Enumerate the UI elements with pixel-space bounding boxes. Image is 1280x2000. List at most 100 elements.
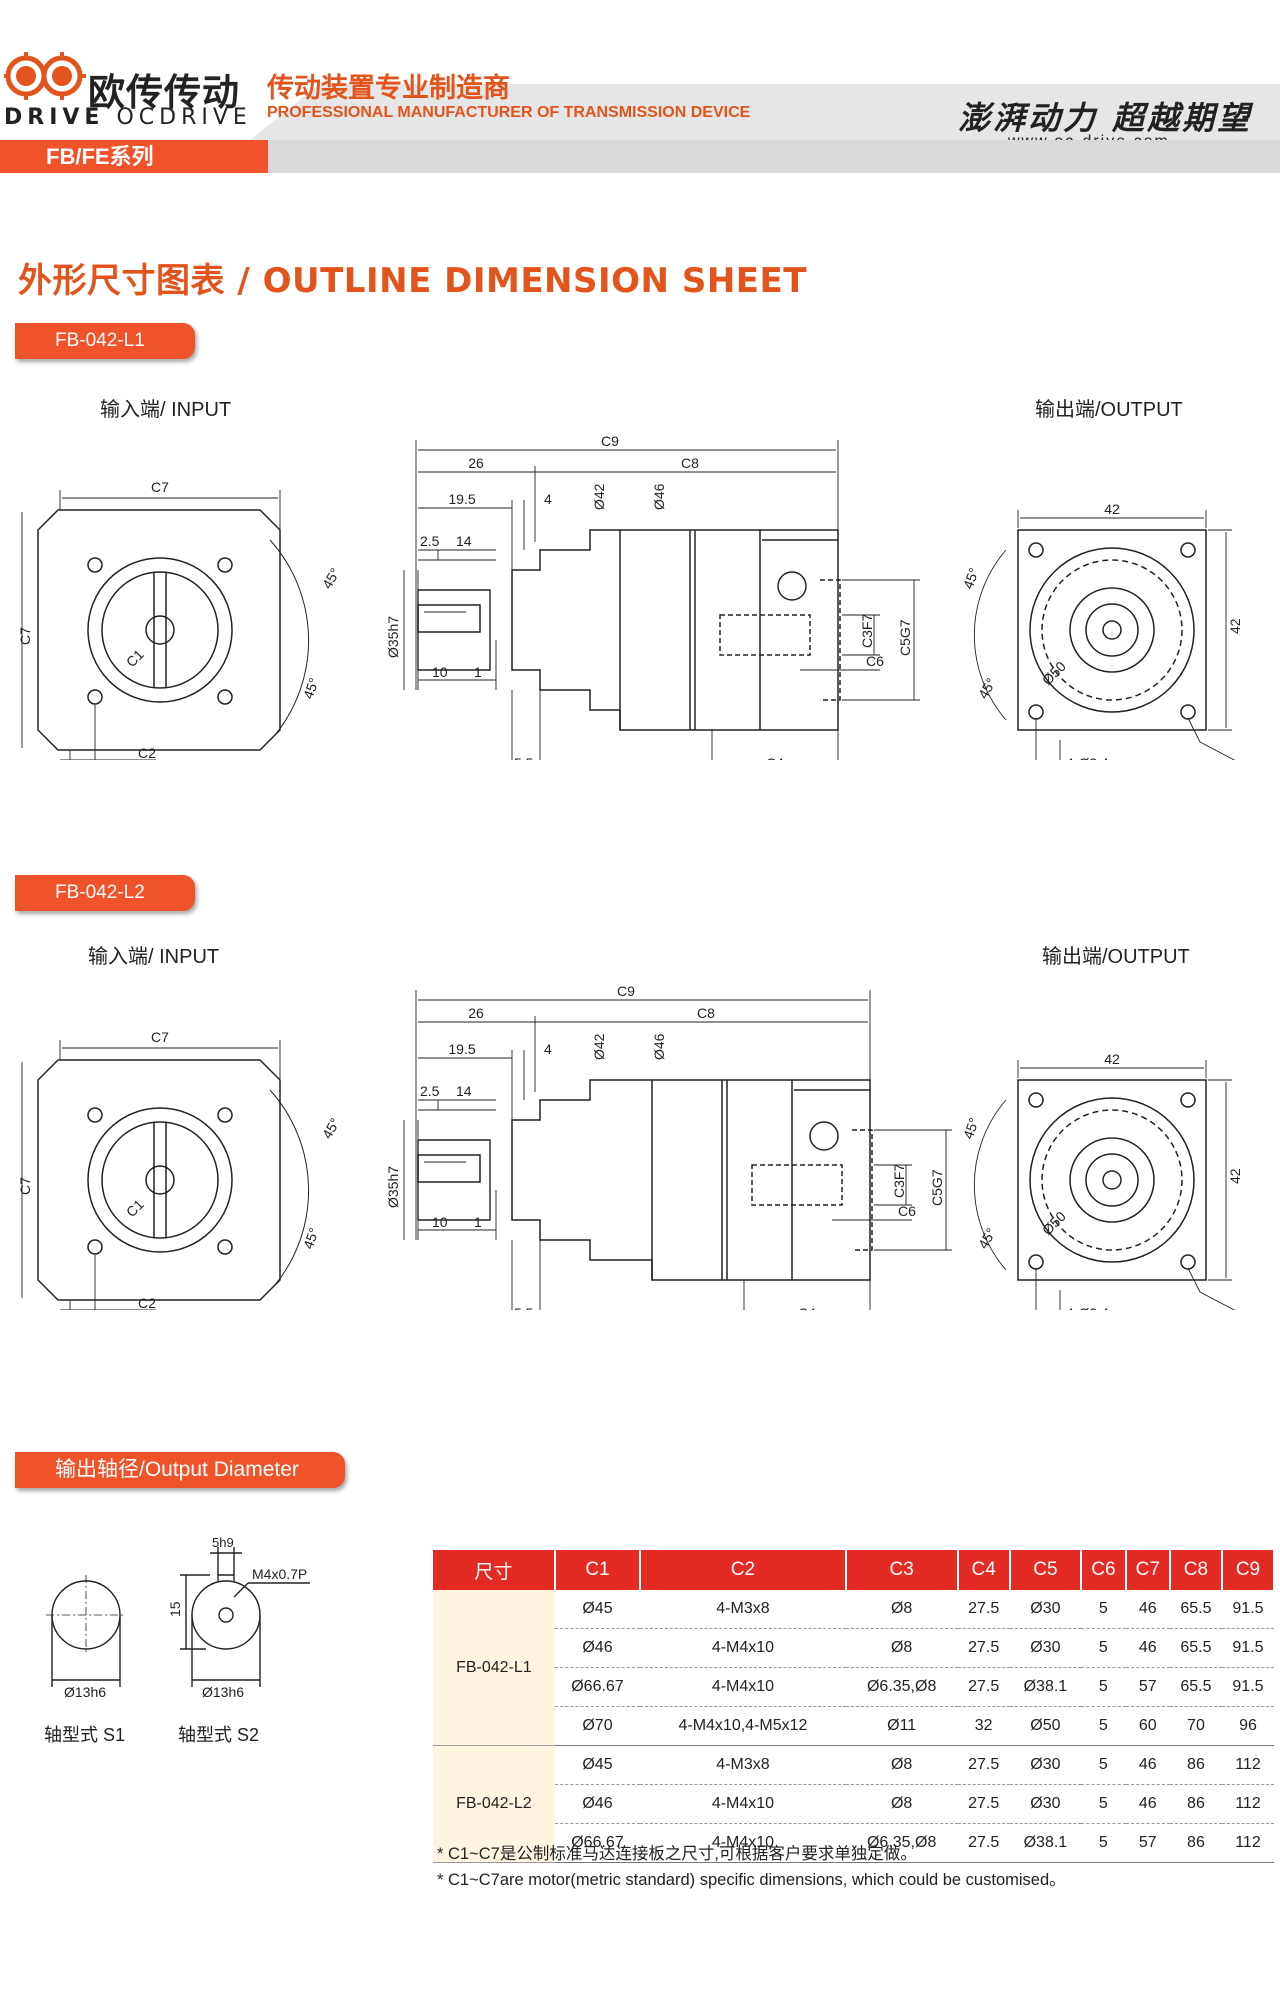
dim-45-lower: 45° <box>300 1226 322 1251</box>
dim-o42: Ø42 <box>591 483 607 510</box>
dim-1: 1 <box>474 1214 482 1230</box>
tagline-chinese: 传动装置专业制造商 <box>267 73 510 104</box>
table-cell: 57 <box>1125 1667 1170 1707</box>
series-band <box>268 140 1280 173</box>
dim-c7-side: C7 <box>17 627 33 645</box>
table-cell: 4-M4x10,4-M5x12 <box>640 1706 846 1746</box>
table-cell: Ø45 <box>554 1590 641 1629</box>
table-cell: Ø46 <box>554 1784 641 1824</box>
table-cell: 27.5 <box>957 1667 1010 1707</box>
table-cell: 46 <box>1125 1745 1170 1785</box>
table-header-c8: C8 <box>1169 1550 1223 1590</box>
dim-45-lower: 45° <box>300 676 322 701</box>
table-cell: 27.5 <box>957 1784 1010 1824</box>
s2-type-label: 轴型式 S2 <box>178 1725 259 1745</box>
dim-42-top: 42 <box>1104 1051 1120 1067</box>
dim-c6: C6 <box>866 653 884 669</box>
table-header-c7: C7 <box>1125 1550 1171 1590</box>
table-cell: Ø11 <box>845 1706 958 1746</box>
table-header-size: 尺寸 <box>433 1550 556 1590</box>
dim-26: 26 <box>468 1005 484 1021</box>
output-shaft-drawing: Ø13h6 Ø13h6 5h9 M4x0.7P 15 轴型式 S1 轴型式 S2 <box>44 1535 310 1745</box>
header-background <box>0 0 1280 140</box>
table-cell: 91.5 <box>1221 1628 1274 1668</box>
dim-4-o3-4: 4-Ø3.4 <box>1066 1305 1109 1310</box>
table-cell: Ø8 <box>845 1628 958 1668</box>
table-cell: 27.5 <box>957 1628 1010 1668</box>
table-cell: Ø8 <box>845 1745 958 1785</box>
table-cell: Ø30 <box>1009 1745 1082 1785</box>
table-cell: 27.5 <box>957 1745 1010 1785</box>
dim-26: 26 <box>468 455 484 471</box>
table-cell: 46 <box>1125 1628 1170 1668</box>
input-label-l2: 输入端/ INPUT <box>88 946 220 968</box>
dim-c5g7: C5G7 <box>897 619 913 656</box>
logo-chinese-name: 欧传传动 <box>88 71 240 114</box>
dim-2-5: 2.5 <box>420 1083 440 1099</box>
dim-10: 10 <box>432 1214 448 1230</box>
table-cell: 5 <box>1081 1590 1126 1629</box>
table-cell: Ø8 <box>845 1784 958 1824</box>
model-tab-l2: FB-042-L2 <box>15 875 195 911</box>
dim-42-top: 42 <box>1104 501 1120 517</box>
logo-drive-text: DRIVE <box>4 105 105 130</box>
dim-2-5: 2.5 <box>420 533 440 549</box>
tagline-english: PROFESSIONAL MANUFACTURER OF TRANSMISSIO… <box>267 104 751 121</box>
table-cell: 4-M3x8 <box>640 1745 846 1785</box>
dim-o35h7: Ø35h7 <box>385 616 401 658</box>
table-cell: 4-M4x10 <box>640 1667 846 1707</box>
dim-c9: C9 <box>617 983 635 999</box>
table-cell: 4-M3x8 <box>640 1590 846 1629</box>
dim-c7-top: C7 <box>151 1029 169 1045</box>
table-header-c2: C2 <box>640 1550 847 1590</box>
table-cell: Ø45 <box>554 1745 641 1785</box>
table-cell: 112 <box>1221 1745 1274 1785</box>
table-cell: 5 <box>1081 1667 1126 1707</box>
table-cell: 91.5 <box>1221 1590 1274 1629</box>
dim-c8: C8 <box>681 455 699 471</box>
dim-o50: Ø50 <box>1039 658 1069 688</box>
table-cell: Ø38.1 <box>1009 1667 1082 1707</box>
dim-c3f7: C3F7 <box>859 614 875 648</box>
table-cell: Ø30 <box>1009 1590 1082 1629</box>
dim-5-5: 5.5 <box>514 1305 534 1310</box>
dim-c4: C4 <box>766 755 784 760</box>
table-cell: Ø50 <box>1009 1706 1082 1746</box>
input-label-l1: 输入端/ INPUT <box>100 399 232 421</box>
outline-drawing-1: C7 C7 C1 C2 45° 45° C9 C8 26 19.5 4 Ø42 … <box>17 433 1243 760</box>
dim-o42: Ø42 <box>591 1033 607 1060</box>
dim-c4: C4 <box>798 1305 816 1310</box>
dim-o45-lower: 45° <box>975 675 999 701</box>
dim-19-5: 19.5 <box>448 1041 475 1057</box>
dim-42-side: 42 <box>1227 1168 1243 1184</box>
table-cell: 65.5 <box>1169 1628 1222 1668</box>
s2-key-label: 5h9 <box>212 1535 234 1550</box>
dim-c2: C2 <box>138 745 156 760</box>
output-diameter-tab: 输出轴径/Output Diameter <box>15 1452 345 1488</box>
dim-o46: Ø46 <box>651 483 667 510</box>
table-cell: Ø70 <box>554 1706 641 1746</box>
dim-4: 4 <box>544 491 552 507</box>
table-cell: 4-M4x10 <box>640 1823 846 1863</box>
table-cell: Ø66.67 <box>554 1823 641 1863</box>
table-model-cell: FB-042-L2 <box>433 1745 555 1863</box>
dim-c1: C1 <box>123 646 147 670</box>
dim-c2: C2 <box>138 1295 156 1310</box>
table-cell: 112 <box>1221 1784 1274 1824</box>
dim-c3f7: C3F7 <box>891 1164 907 1198</box>
table-cell: Ø6.35,Ø8 <box>845 1823 958 1863</box>
dim-10: 10 <box>432 664 448 680</box>
slogan: 澎湃动力 超越期望 <box>958 99 1253 137</box>
page-header: 欧传传动 DRIVE OCDRIVE 传动装置专业制造商 PROFESSIONA… <box>0 0 1280 175</box>
table-cell: 86 <box>1169 1823 1222 1863</box>
table-cell: 5 <box>1081 1784 1126 1824</box>
table-cell: 70 <box>1169 1706 1222 1746</box>
